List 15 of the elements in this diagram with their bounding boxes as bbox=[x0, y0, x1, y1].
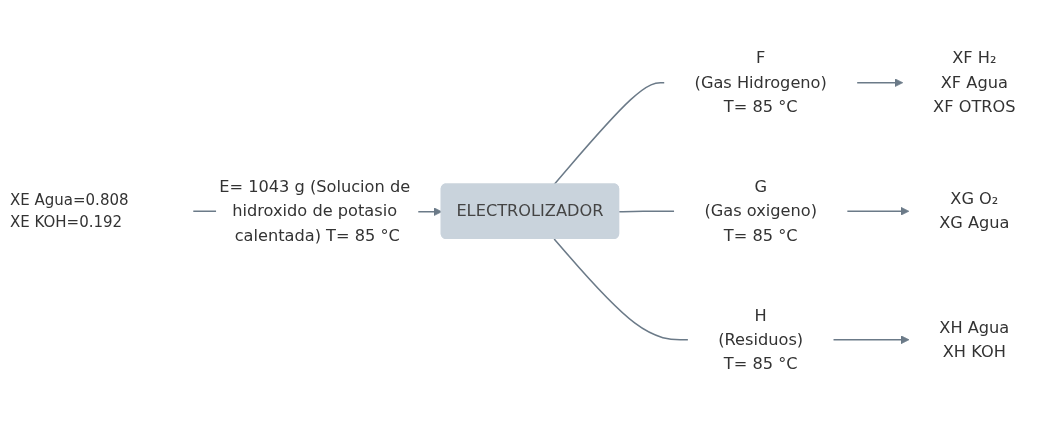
edge-label: E= 1043 g (Solucion de hidroxido de potasio calentada) T= 85 °C bbox=[219, 176, 411, 245]
node-text: XF H₂ XF Agua XF OTROS bbox=[933, 48, 1016, 116]
node-text: XH Agua XH KOH bbox=[939, 317, 1010, 361]
composition-note: XE KOH=0.192 bbox=[10, 213, 124, 231]
connector bbox=[553, 238, 689, 341]
arrow bbox=[846, 206, 910, 216]
arrow bbox=[856, 78, 904, 87]
arrow bbox=[832, 335, 910, 344]
node-text: XG O₂ XG Agua bbox=[939, 188, 1010, 233]
node-text: H (Residuos) T= 85 °C bbox=[718, 305, 804, 373]
connector bbox=[618, 210, 675, 213]
connector bbox=[553, 81, 665, 185]
node-text: F (Gas Hidrogeno) T= 85 °C bbox=[694, 48, 827, 116]
composition-note: XE Agua=0.808 bbox=[10, 191, 130, 209]
node-text: G (Gas oxigeno) T= 85 °C bbox=[704, 176, 817, 245]
